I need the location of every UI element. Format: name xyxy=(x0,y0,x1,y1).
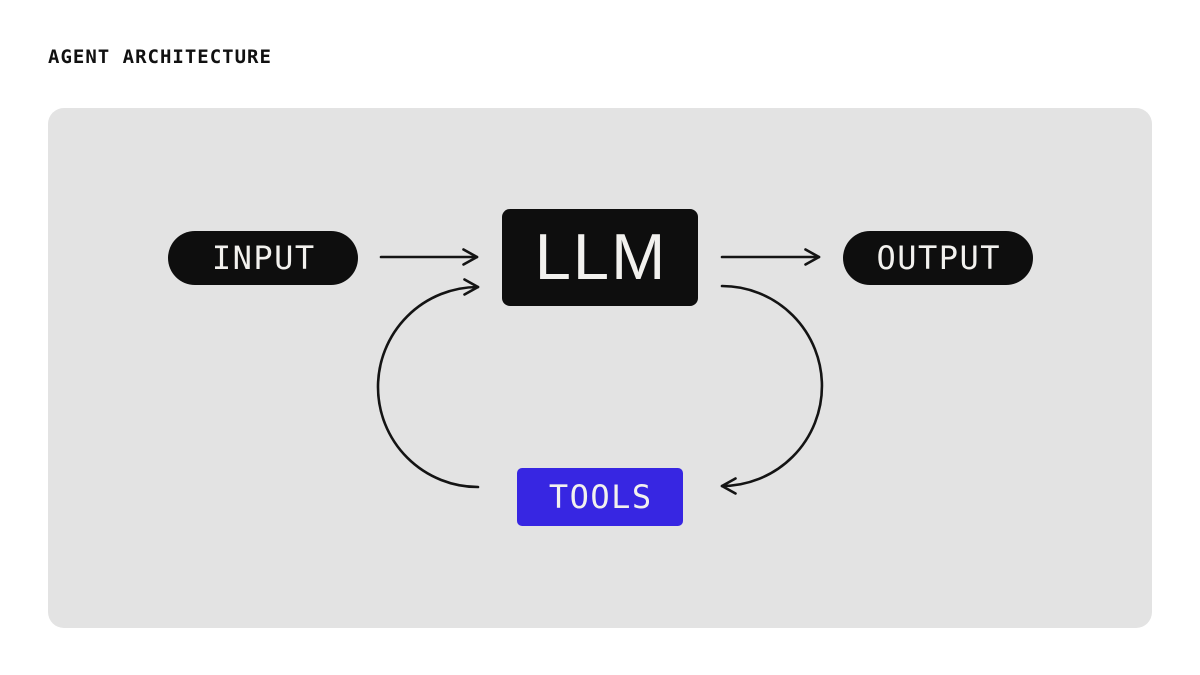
node-tools: TOOLS xyxy=(517,468,683,526)
diagram-canvas xyxy=(48,108,1152,628)
page-title: AGENT ARCHITECTURE xyxy=(48,46,272,68)
node-input: INPUT xyxy=(168,231,358,285)
node-output: OUTPUT xyxy=(843,231,1033,285)
node-llm: LLM xyxy=(502,209,698,306)
